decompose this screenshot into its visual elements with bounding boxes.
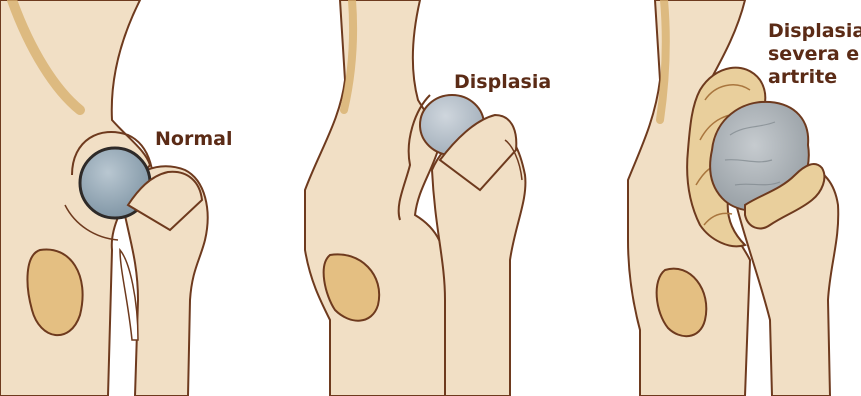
label-severe-line-3: artrite — [768, 66, 861, 89]
panel-dysplasia — [305, 0, 525, 396]
label-severe-line-1: Displasia — [768, 20, 861, 43]
label-severe-line-2: severa e — [768, 43, 861, 66]
label-normal-line-1: Normal — [155, 128, 232, 150]
label-dysplasia: Displasia — [454, 71, 551, 94]
pelvis-dysplasia — [305, 0, 445, 396]
label-severe: Displasia severa e artrite — [768, 20, 861, 89]
label-dysplasia-line-1: Displasia — [454, 71, 551, 93]
label-normal: Normal — [155, 128, 232, 151]
panel-normal — [0, 0, 208, 396]
